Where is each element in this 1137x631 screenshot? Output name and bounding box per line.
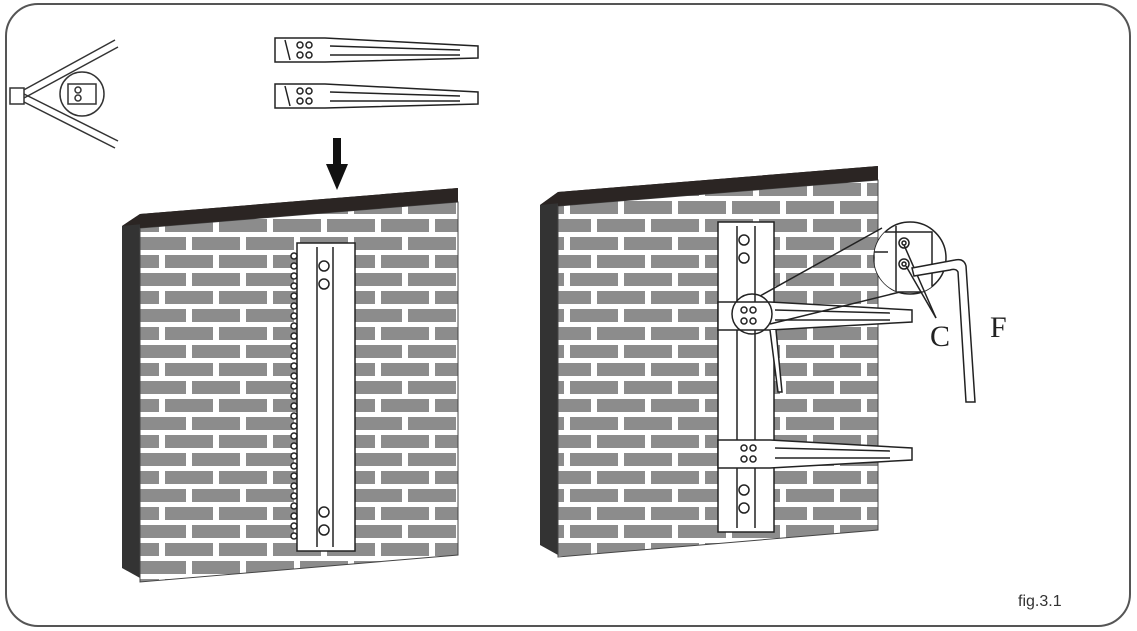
wall-rail-left <box>290 242 356 552</box>
label-c: C <box>930 320 950 353</box>
loose-bracket-lower <box>274 83 479 109</box>
label-f: F <box>990 311 1007 344</box>
mounted-bracket-upper <box>717 301 913 393</box>
left-brick-wall <box>122 188 459 583</box>
allen-key-icon <box>911 258 976 403</box>
loose-bracket-upper <box>274 37 479 63</box>
mounted-bracket-lower <box>717 439 913 469</box>
figure-caption: fig.3.1 <box>1018 593 1062 610</box>
detail-callout <box>731 227 901 335</box>
right-brick-wall <box>540 166 879 558</box>
bracket-side-view-icon <box>9 39 119 149</box>
pointer-lines-c <box>903 244 937 319</box>
down-arrow-icon <box>326 138 348 190</box>
wall-rail-right <box>717 221 775 533</box>
